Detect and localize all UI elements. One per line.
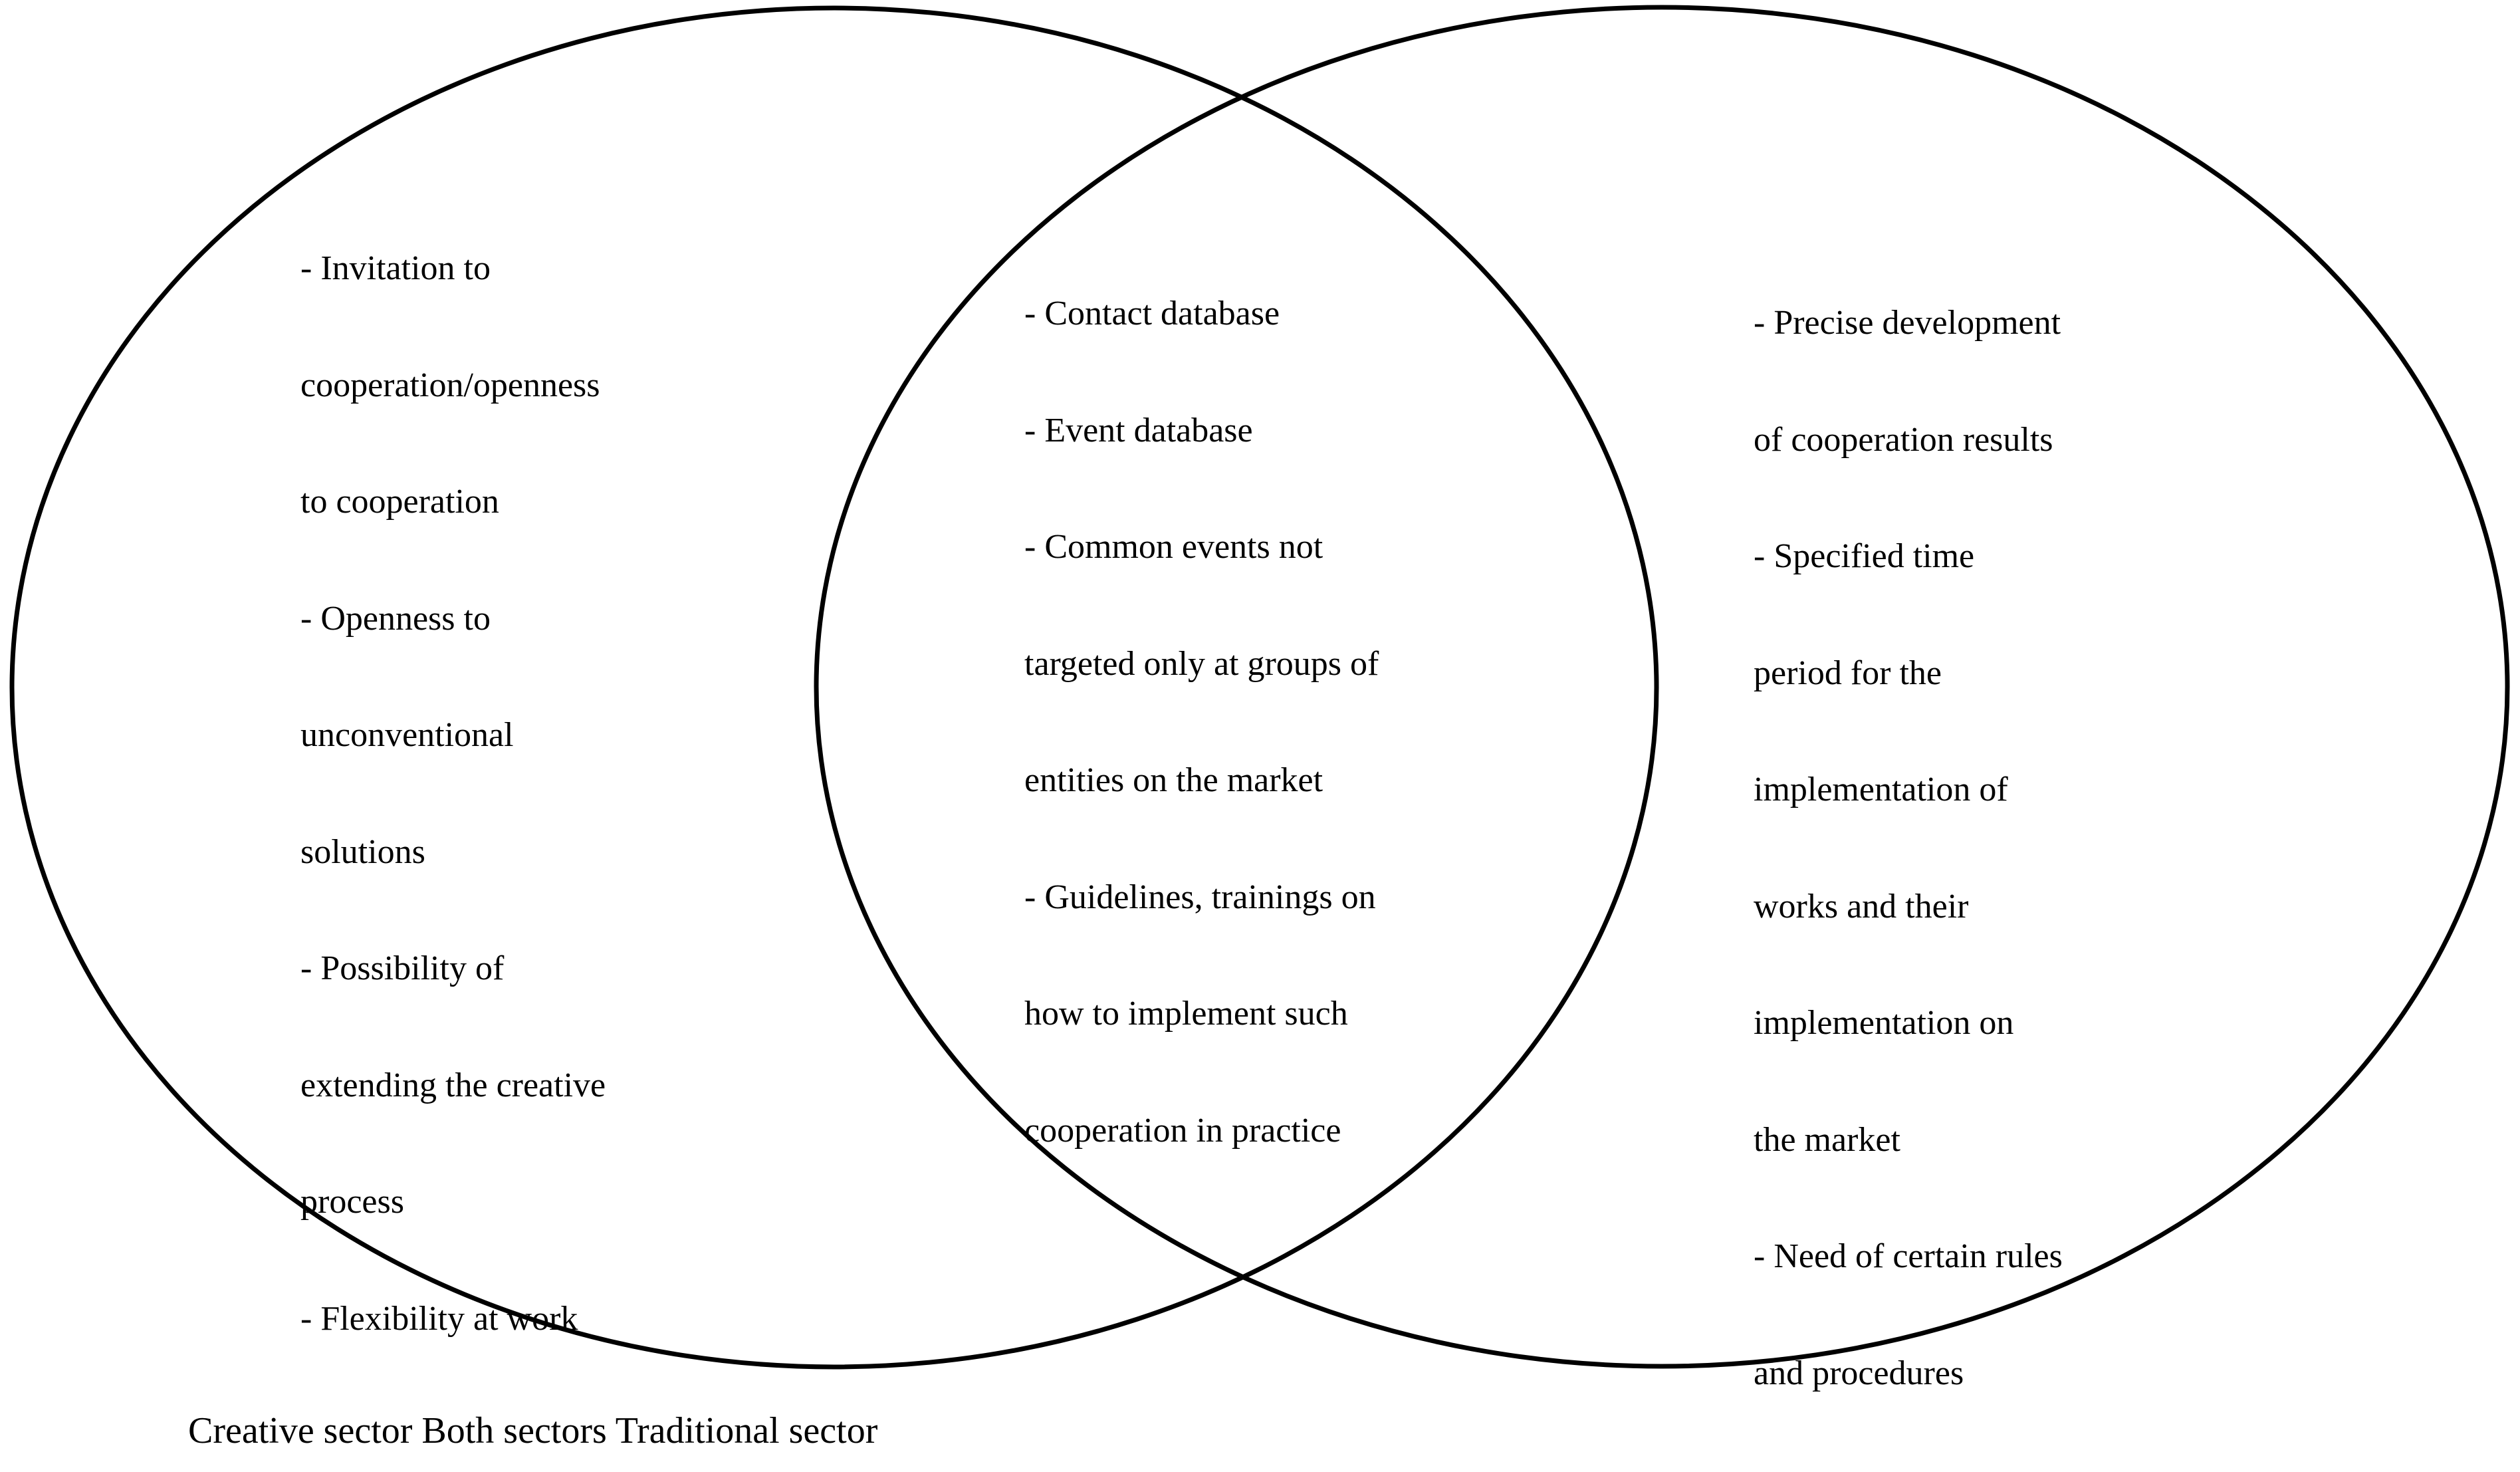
right-set-line: - Precise development — [1754, 304, 2061, 342]
diagram-caption: Creative sector Both sectors Traditional… — [188, 1410, 878, 1451]
intersection-line: - Event database — [1024, 411, 1253, 449]
intersection-line: entities on the market — [1024, 761, 1323, 799]
left-set-line: - Flexibility at work — [300, 1299, 578, 1338]
left-set-ellipse — [9, 5, 1659, 1370]
right-set-text-block: - Precise development of cooperation res… — [1754, 226, 2285, 1471]
left-set-line: cooperation/openness — [300, 366, 600, 404]
right-set-line: the market — [1754, 1120, 1900, 1159]
left-set-line: unconventional — [300, 716, 514, 754]
intersection-line: - Common events not — [1024, 528, 1323, 566]
intersection-line: targeted only at groups of — [1024, 644, 1379, 683]
right-set-line: of cooperation results — [1754, 420, 2053, 459]
intersection-text-block: - Contact database - Event database - Co… — [1024, 217, 1636, 1228]
left-set-line: solutions — [300, 832, 425, 871]
left-set-line: process — [300, 1183, 404, 1221]
left-set-text-block: - Invitation to cooperation/openness to … — [300, 172, 832, 1416]
intersection-line: - Contact database — [1024, 295, 1280, 332]
left-set-line: - Openness to — [300, 599, 491, 638]
left-set-line: to cooperation — [300, 483, 499, 521]
intersection-line: - Guidelines, trainings on — [1024, 878, 1376, 916]
right-set-line: - Need of certain rules — [1754, 1237, 2063, 1275]
right-set-line: implementation of — [1754, 771, 2008, 808]
right-set-line: and procedures — [1754, 1354, 1964, 1392]
right-set-line: works and their — [1754, 887, 1969, 925]
right-set-line: - Specified time — [1754, 537, 1975, 575]
intersection-line: how to implement such — [1024, 995, 1348, 1033]
intersection-line: cooperation in practice — [1024, 1111, 1341, 1150]
right-set-line: implementation on — [1754, 1004, 2014, 1042]
left-set-line: - Invitation to — [300, 249, 491, 287]
right-set-line: period for the — [1754, 654, 1942, 692]
left-set-line: extending the creative — [300, 1066, 606, 1104]
right-set-ellipse — [814, 5, 2510, 1369]
left-set-line: - Possibility of — [300, 949, 505, 987]
